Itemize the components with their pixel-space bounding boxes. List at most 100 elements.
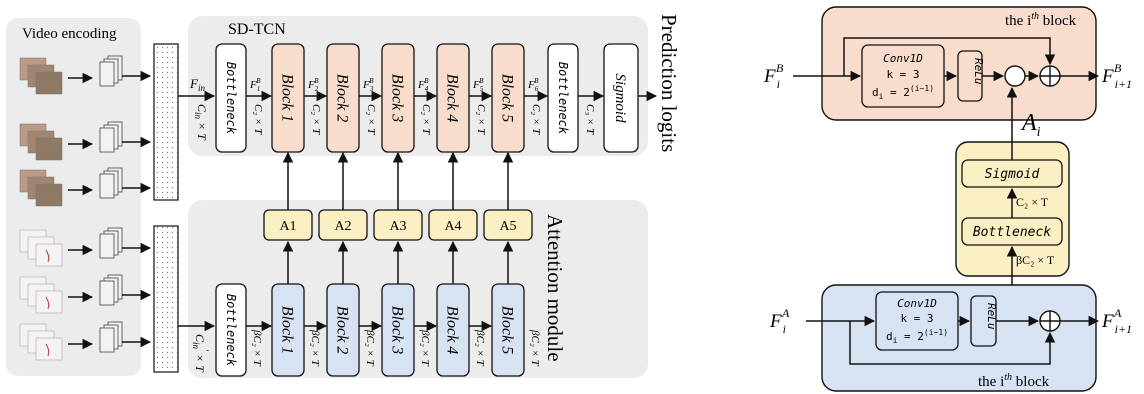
bottom-conv-line1: Conv1D [897,297,937,310]
top-dim-label-6: C₂ × T [530,104,542,135]
top-block-title: the ith block [1005,11,1077,29]
top-dim-label-3: C₂ × T [365,104,377,135]
top-bottleneck-1-label: Bottleneck [224,62,238,135]
top-block-1: Block 1 [271,43,305,153]
bottom-dim-label-4: βC₂ × T [419,329,431,367]
top-block-1-label: Block 1 [278,74,295,122]
top-block-3-label: Block 3 [388,74,405,122]
c-in-label: Cin × T [193,104,209,141]
bottom-conv-line3: di = 2(i−1) [886,328,948,345]
fb-in-label: FiB [763,61,784,91]
bottom-block-3-label: Block 3 [388,306,405,354]
video-encoding-label: Video encoding [22,26,117,42]
top-block-5: Block 5 [491,43,525,153]
top-feature-label-6: F6B [527,77,539,93]
top-dim-label-1: C₂ × T [252,104,264,135]
top-sigmoid: Sigmoid [603,43,639,153]
top-dim-label-2: C₂ × T [310,104,322,135]
rgb-frames [19,57,63,207]
top-relu-label: ReLu [972,58,985,85]
f-in-label: Fin [189,76,205,93]
top-feature-label-5: F5B [472,77,484,93]
bottom-bottleneck-label: Bottleneck [224,294,238,367]
attention-module-label: Attention module [543,214,567,362]
encoder-cube-6 [99,321,123,353]
encoder-cube-4 [99,227,123,259]
prediction-logits-label: Prediction logits [657,14,681,152]
bottom-block-2: Block 2 [326,283,360,377]
attention-box-label-5: A5 [499,219,516,234]
c-in-prime-label: Cin′ × T [191,334,210,373]
attention-box-1: A1 [263,209,313,241]
bottom-block-5-label: Block 5 [498,306,515,354]
bottom-block-4: Block 4 [436,283,470,377]
bottom-block-title: the ith block [978,372,1050,390]
top-sigmoid-label: Sigmoid [612,73,628,123]
attention-box-label-3: A3 [389,219,406,234]
bottom-dim-label-3: βC₂ × T [364,329,376,367]
attention-boxes: A1 A2 A3 A4 A5 [263,151,533,284]
ith-block-blue [821,284,1097,392]
top-block-2: Block 2 [326,43,360,153]
fa-in-label: FiA [769,306,790,336]
rgb-feature-column [153,43,179,201]
attention-box-5: A5 [483,209,533,241]
top-bottleneck-1: Bottleneck [215,43,247,153]
top-multiply-node [1004,65,1026,87]
dim-c2t: C₂ × T [1016,195,1049,209]
top-feature-label-1: F1B [249,77,261,93]
top-bottleneck-2-label: Bottleneck [556,62,570,135]
attention-box-label-1: A1 [279,219,296,234]
attention-box-3: A3 [373,209,423,241]
bottom-block-3: Block 3 [381,283,415,377]
bottleneck-label: Bottleneck [973,225,1051,240]
encoder-cube-2 [99,121,123,153]
fb-out-label: Fi+1B [1101,61,1132,91]
sigmoid-label: Sigmoid [985,167,1040,182]
top-conv-line1: Conv1D [883,52,923,65]
bottom-block-1-label: Block 1 [278,306,295,354]
bottom-conv-line2: k = 3 [900,312,933,325]
bottom-block-4-label: Block 4 [443,306,460,354]
bottom-block-2-label: Block 2 [333,306,350,354]
top-feature-label-2: F2B [307,77,319,93]
bottom-block-1: Block 1 [271,283,305,377]
attention-box-label-4: A4 [444,219,461,234]
encoder-cube-3 [99,167,123,199]
encoder-cubes [68,55,152,353]
sdtcn-title: SD-TCN [228,21,286,38]
attention-chain: Cin′ × T Bottleneck Block 1 Block 2 Block 3 B… [178,283,541,377]
a-i-label: Ai [1020,110,1041,140]
dim-beta-c2t: βC₂ × T [1016,253,1055,267]
top-conv-line2: k = 3 [886,68,919,81]
top-block-4-label: Block 4 [443,74,460,122]
top-conv-line3: di = 2(i−1) [872,84,934,101]
top-dim-label-7: C₃ × T [584,104,596,135]
flow-feature-column [153,225,179,373]
bottom-dim-label-6: βC₂ × T [529,329,541,367]
bottom-bottleneck: Bottleneck [215,283,247,377]
top-block-5-label: Block 5 [498,74,515,122]
top-feature-label-4: F4B [417,77,429,93]
top-block-4: Block 4 [436,43,470,153]
fa-out-label: Fi+1A [1101,306,1132,336]
attention-box-label-2: A2 [334,219,351,234]
flow-frames [19,229,63,361]
top-dim-label-4: C₂ × T [420,104,432,135]
bottom-dim-label-1: βC₂ × T [251,329,263,367]
bottom-dim-label-2: βC₂ × T [309,329,321,367]
top-dim-label-5: C₂ × T [475,104,487,135]
bottom-relu-label: ReLu [985,303,998,330]
top-bottleneck-2: Bottleneck [547,43,579,153]
bottom-block-5: Block 5 [491,283,525,377]
encoder-cube-5 [99,274,123,306]
top-feature-label-3: F3B [362,77,374,93]
attention-box-4: A4 [428,209,478,241]
encoder-cube-1 [99,55,123,87]
top-block-2-label: Block 2 [333,74,350,122]
bottom-dim-label-5: βC₂ × T [474,329,486,367]
top-block-3: Block 3 [381,43,415,153]
attention-box-2: A2 [318,209,368,241]
